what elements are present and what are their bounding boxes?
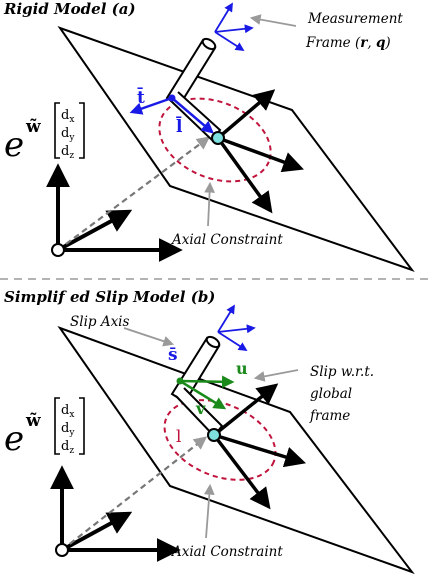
meas-axis-1-b	[217, 304, 235, 333]
u-vector-b	[179, 375, 235, 389]
bracket-right-b	[79, 397, 85, 455]
axial-constraint-label-a: Axial Constraint	[170, 232, 283, 248]
displacement-arrow-b	[61, 436, 208, 551]
axial-constraint-callout-arrow-b	[203, 483, 215, 539]
panel-b-title: Simplif ed Slip Model (b)	[4, 288, 215, 306]
meas-axis-3-b	[217, 331, 248, 351]
local-axis-1-a	[216, 89, 276, 140]
w-superscript-a: w̃	[25, 117, 41, 137]
t-vector-a	[129, 96, 173, 115]
panel-a-title: Rigid Model (a)	[3, 0, 136, 18]
v-label-b: v	[195, 399, 206, 418]
local-axis-1-b	[212, 383, 279, 437]
dx-entry-b: dx	[61, 403, 74, 420]
panel-a: Rigid Model (a) Measurement Frame (r, q)…	[3, 0, 415, 273]
local-axis-2-b	[213, 433, 307, 468]
contact-point-a	[211, 131, 225, 145]
meas-axis-2-a	[214, 24, 254, 34]
l-label-a: l̄	[176, 116, 183, 137]
bracket-left-a	[54, 102, 60, 159]
dz-entry-a: dz	[61, 144, 74, 161]
plane-a	[57, 26, 415, 273]
displacement-arrow-a	[57, 136, 211, 251]
world-origin-a	[51, 243, 65, 257]
measurement-frame-callout-arrow	[249, 14, 297, 27]
measurement-frame-label-line1: Measurement	[307, 11, 403, 27]
bracket-right-a	[79, 102, 85, 159]
local-axis-3-b	[212, 433, 271, 510]
world-origin-b	[55, 543, 69, 557]
measurement-frame-label-line2: Frame (r, q)	[305, 35, 391, 51]
dz-entry-b: dz	[61, 439, 74, 456]
l-vector-a	[171, 97, 214, 134]
probe-cylinder-a	[165, 37, 222, 142]
world-z-axis-a	[57, 209, 133, 252]
l-label-b: l	[176, 427, 181, 447]
dy-entry-a: dy	[61, 126, 75, 143]
slip-note-line1: Slip w.r.t.	[310, 364, 374, 380]
slip-note-line2: global	[310, 386, 352, 402]
meas-axis-1-a	[214, 2, 233, 33]
world-z-axis-b	[61, 511, 133, 552]
t-label-a: t̄	[137, 87, 145, 108]
local-axis-2-a	[217, 136, 304, 173]
slip-origin-point-b	[176, 377, 184, 385]
dx-entry-a: dx	[61, 108, 74, 125]
w-superscript-b: w̃	[25, 411, 41, 431]
panel-b: Simplif ed Slip Model (b) Slip Axis s̄ u…	[4, 288, 415, 575]
local-axis-3-a	[216, 136, 273, 214]
e-symbol-b: e	[4, 419, 24, 459]
axial-constraint-callout-arrow-a	[204, 181, 215, 227]
e-symbol-a: e	[4, 125, 24, 165]
axial-constraint-ellipse-b	[163, 399, 277, 481]
v-vector-b	[179, 379, 227, 410]
u-label-b: u	[236, 359, 248, 378]
contact-point-b	[207, 428, 221, 442]
slip-note-callout-arrow	[253, 369, 299, 382]
slip-axis-label: Slip Axis	[70, 314, 129, 330]
slip-note-line3: frame	[309, 408, 350, 424]
meas-axis-3-a	[214, 31, 245, 51]
s-label-b: s̄	[168, 345, 178, 365]
axial-constraint-ellipse-a	[158, 97, 272, 183]
meas-axis-2-b	[217, 324, 256, 334]
axial-constraint-label-b: Axial Constraint	[170, 544, 283, 560]
dy-entry-b: dy	[61, 421, 75, 438]
bracket-left-b	[54, 397, 60, 455]
slip-axis-callout-arrow	[123, 327, 175, 347]
probe-base-point-a	[168, 94, 176, 102]
plane-b	[57, 325, 415, 575]
